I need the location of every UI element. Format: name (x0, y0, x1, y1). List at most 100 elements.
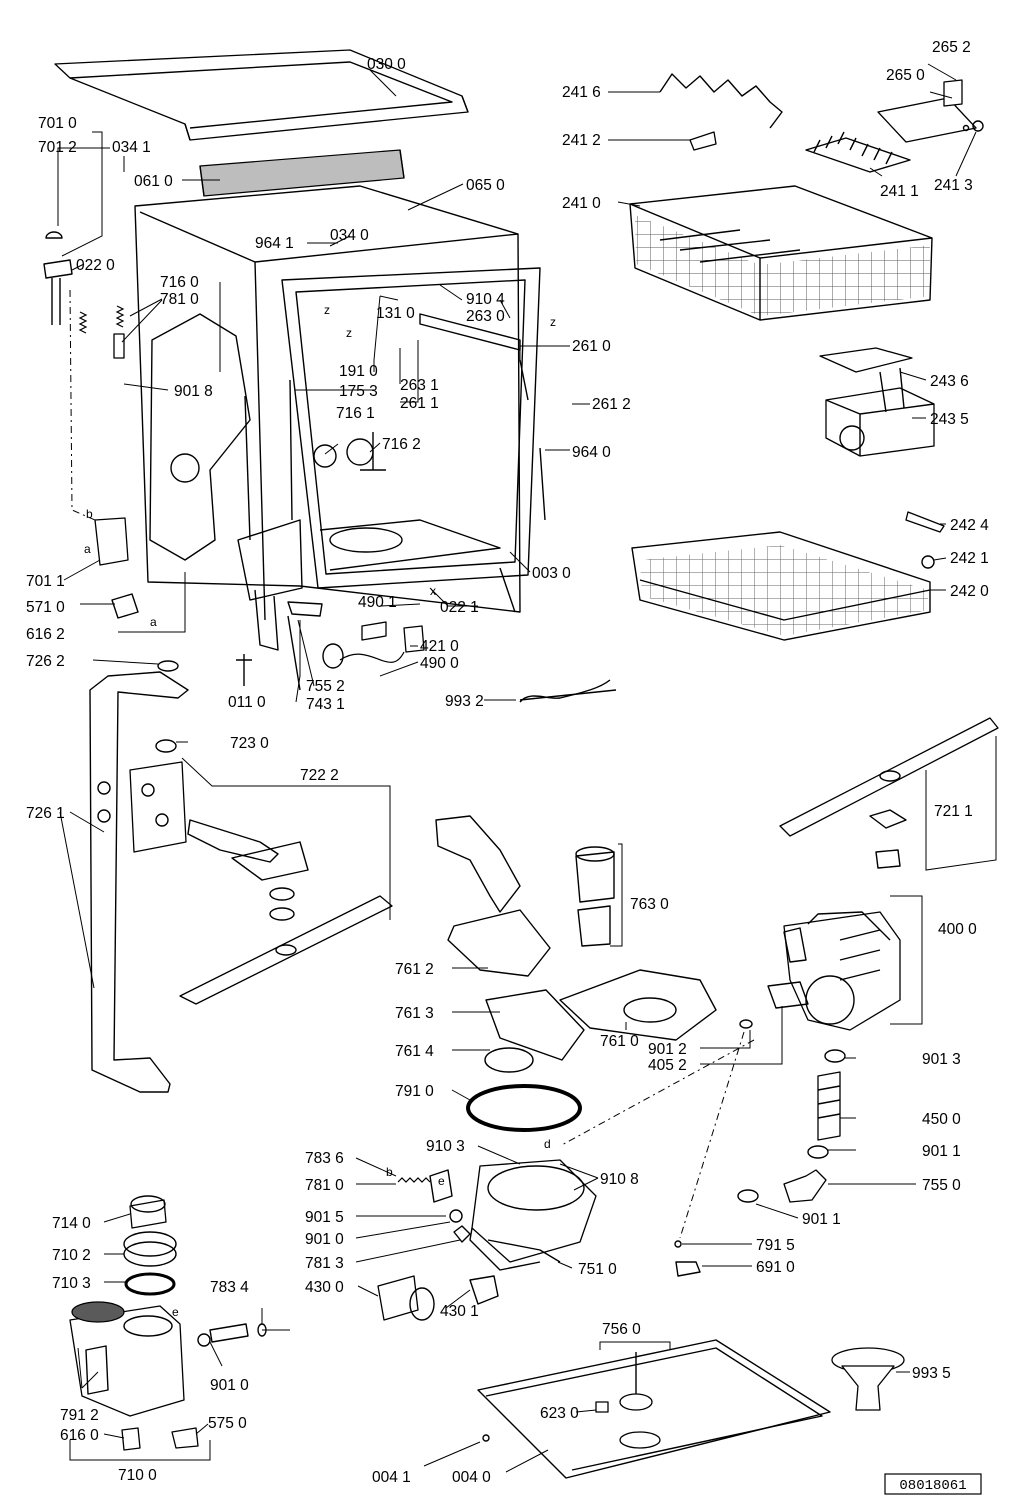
label-175-3: 175 3 (339, 383, 378, 400)
label-721-1: 721 1 (934, 803, 973, 820)
tub-cabinet (134, 185, 546, 651)
label-781-0-lower: 781 0 (305, 1177, 344, 1194)
label-616-0: 616 0 (60, 1427, 99, 1444)
label-242-1: 242 1 (950, 550, 989, 567)
label-191-0: 191 0 (339, 363, 378, 380)
part-labels: 030 0 701 0 701 2 034 1 061 0 065 0 964 … (26, 39, 989, 1486)
label-030-0: 030 0 (367, 56, 406, 73)
sealing-ring-791-0 (466, 1084, 582, 1132)
label-901-0: 901 0 (305, 1231, 344, 1248)
label-241-2: 241 2 (562, 132, 601, 149)
connector-405-2 (739, 981, 809, 1029)
label-761-3: 761 3 (395, 1005, 434, 1022)
salt-container-710-0 (69, 1301, 185, 1417)
rail-265 (877, 79, 984, 143)
salt-cap-714-0 (129, 1195, 167, 1229)
filter-plate-761-0 (559, 969, 717, 1041)
feed-pipe-726-1 (89, 660, 189, 1093)
label-781-3: 781 3 (305, 1255, 344, 1272)
label-131-0: 131 0 (376, 305, 415, 322)
label-430-0: 430 0 (305, 1279, 344, 1296)
base-plate-004-0 (477, 1339, 831, 1479)
label-761-4: 761 4 (395, 1043, 434, 1060)
label-034-0: 034 0 (330, 227, 369, 244)
label-993-5: 993 5 (912, 1365, 951, 1382)
label-701-2: 701 2 (38, 139, 77, 156)
label-623-0: 623 0 (540, 1405, 579, 1422)
label-701-1: 701 1 (26, 573, 65, 590)
label-901-5: 901 5 (305, 1209, 344, 1226)
label-714-0: 714 0 (52, 1215, 91, 1232)
filter-763-0 (575, 846, 615, 947)
sump-751-0 (469, 1159, 597, 1271)
label-901-1: 901 1 (922, 1143, 961, 1160)
label-723-0: 723 0 (230, 735, 269, 752)
sensor-691-0 (674, 1240, 701, 1277)
label-022-1: 022 1 (440, 599, 479, 616)
label-791-2: 791 2 (60, 1407, 99, 1424)
label-910-4: 910 4 (466, 291, 505, 308)
label-003-0: 003 0 (532, 565, 571, 582)
sump-pipe-761 (435, 815, 585, 1073)
label-901-0-salt: 901 0 (210, 1377, 249, 1394)
lower-basket-242-0 (631, 531, 931, 641)
label-022-0: 022 0 (76, 257, 115, 274)
marker-d: d (544, 1137, 551, 1151)
label-701-0: 701 0 (38, 115, 77, 132)
label-726-1: 726 1 (26, 805, 65, 822)
marker-z: z (324, 303, 330, 317)
heater-450-0 (807, 1049, 846, 1159)
label-691-0: 691 0 (756, 1259, 795, 1276)
label-061-0: 061 0 (134, 173, 173, 190)
label-901-3: 901 3 (922, 1051, 961, 1068)
label-901-8: 901 8 (174, 383, 213, 400)
rack-rail-241-6 (659, 73, 783, 129)
label-756-0: 756 0 (602, 1321, 641, 1338)
label-993-2: 993 2 (445, 693, 484, 710)
worktop-030-0 (54, 49, 469, 141)
funnel-993-5 (831, 1347, 905, 1411)
label-755-0: 755 0 (922, 1177, 961, 1194)
upper-spray-arm-721-1 (779, 717, 999, 869)
label-004-1: 004 1 (372, 1469, 411, 1486)
label-743-1: 743 1 (306, 696, 345, 713)
label-261-0: 261 0 (572, 338, 611, 355)
label-710-0: 710 0 (118, 1467, 157, 1484)
label-783-4: 783 4 (210, 1279, 249, 1296)
marker-a: a (84, 542, 91, 556)
label-763-0: 763 0 (630, 896, 669, 913)
marker-e: e (172, 1305, 179, 1319)
marker-b: b (86, 507, 93, 521)
label-405-2: 405 2 (648, 1057, 687, 1074)
salt-ring-710-2 (123, 1231, 177, 1267)
drain-pump-430-0 (377, 1225, 499, 1321)
door-hinge-701 (43, 231, 129, 566)
label-265-2: 265 2 (932, 39, 971, 56)
label-261-1: 261 1 (400, 395, 439, 412)
manifold-722-2 (129, 739, 309, 921)
valve-781 (397, 1169, 463, 1223)
label-243-6: 243 6 (930, 373, 969, 390)
marker-b: b (386, 1165, 393, 1179)
label-616-2: 616 2 (26, 626, 65, 643)
rack-roller-241-2 (689, 131, 717, 151)
label-450-0: 450 0 (922, 1111, 961, 1128)
label-964-0: 964 0 (572, 444, 611, 461)
insulation-061-0 (199, 149, 405, 197)
lower-spray-arm (179, 895, 393, 1005)
marker-e: e (438, 1174, 445, 1188)
label-716-2: 716 2 (382, 436, 421, 453)
elbow-755-0 (737, 1169, 827, 1203)
label-400-0: 400 0 (938, 921, 977, 938)
doc-number: 08018061 (899, 1478, 966, 1494)
label-783-6: 783 6 (305, 1150, 344, 1167)
label-901-1-clamp: 901 1 (802, 1211, 841, 1228)
label-490-0: 490 0 (420, 655, 459, 672)
marker-z: z (346, 326, 352, 340)
motor-400-0 (783, 911, 901, 1031)
rack-roller-242 (905, 511, 945, 569)
upper-basket-241-0 (629, 185, 933, 321)
label-241-1: 241 1 (880, 183, 919, 200)
label-781-0: 781 0 (160, 291, 199, 308)
